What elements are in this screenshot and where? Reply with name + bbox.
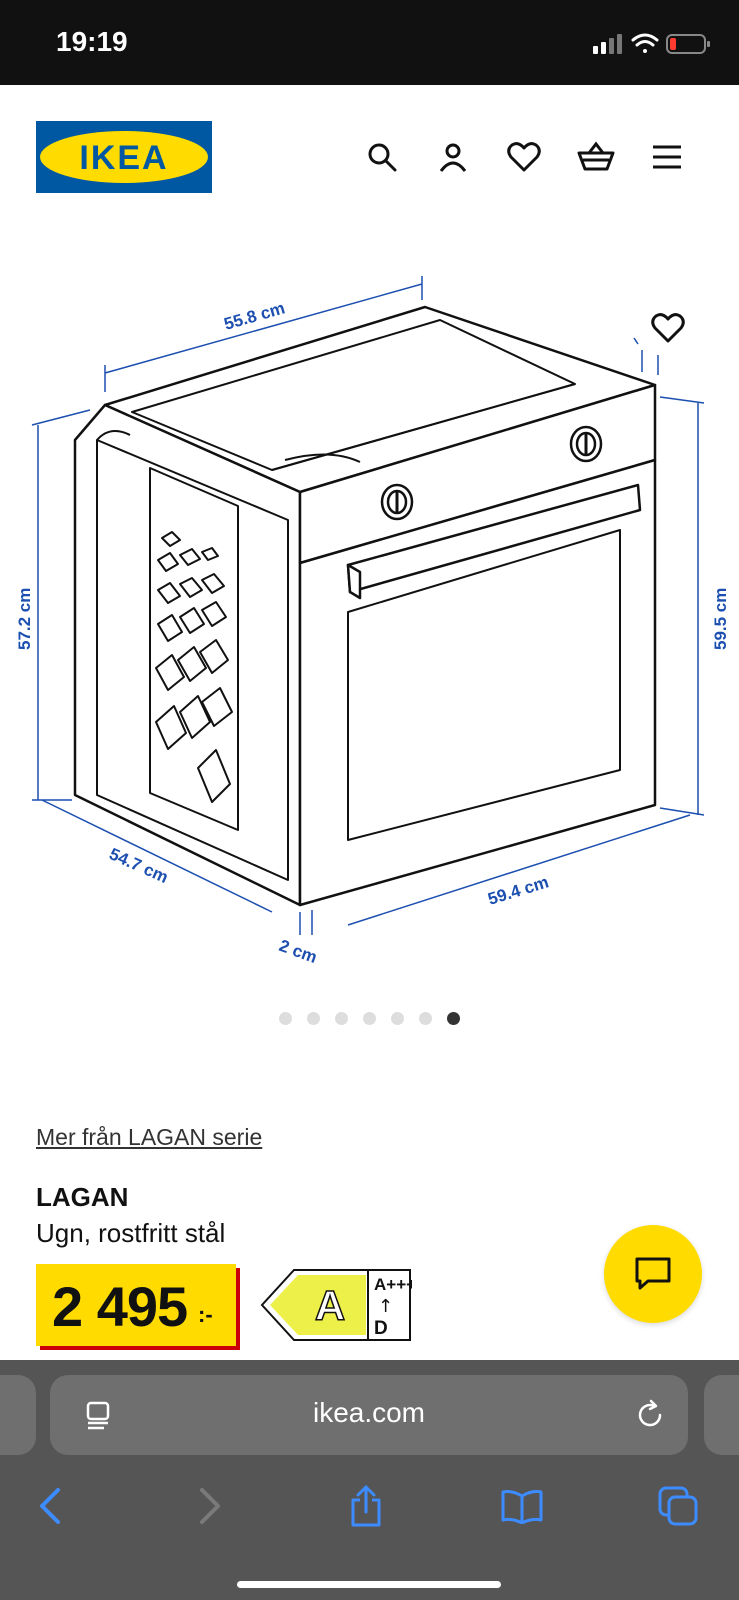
site-header: IKEA [0, 85, 739, 235]
reload-icon[interactable] [632, 1397, 668, 1433]
home-indicator [237, 1581, 501, 1588]
favorite-button[interactable] [645, 305, 691, 351]
tabs-button[interactable] [654, 1482, 702, 1530]
carousel-dot[interactable] [391, 1012, 404, 1025]
price-suffix: :- [198, 1302, 213, 1327]
previous-tab-preview[interactable] [0, 1375, 36, 1455]
chat-button[interactable] [604, 1225, 702, 1323]
back-button[interactable] [26, 1482, 74, 1530]
dim-left-height: 57.2 cm [15, 588, 34, 650]
signal-icon [593, 34, 622, 54]
energy-top: A+++ [374, 1275, 412, 1294]
search-icon[interactable] [362, 137, 402, 177]
status-bar: 19:19 [0, 0, 739, 85]
ikea-logo[interactable]: IKEA [36, 121, 212, 193]
carousel-dot-active[interactable] [447, 1012, 460, 1025]
dimension-lines [31, 276, 705, 935]
url-text: ikea.com [312, 1397, 426, 1428]
heart-icon [651, 313, 685, 343]
carousel-dots [0, 1012, 739, 1028]
energy-bottom: D [374, 1318, 388, 1339]
user-icon[interactable] [433, 137, 473, 177]
product-name: LAGAN [36, 1182, 129, 1212]
chevron-left-icon [40, 1488, 60, 1524]
price-integer: 2 495 [52, 1275, 188, 1338]
dim-depth: 54.7 cm [106, 844, 171, 887]
energy-arrow: ↑ [378, 1296, 393, 1317]
oven-illustration [73, 305, 657, 907]
dim-door-offset: 2 cm [277, 936, 320, 967]
carousel-dot[interactable] [279, 1012, 292, 1025]
carousel-dot[interactable] [307, 1012, 320, 1025]
product-description: Ugn, rostfritt stål [36, 1218, 226, 1248]
dim-top-width: 55.8 cm [222, 298, 287, 333]
energy-label[interactable]: A A+++ ↑ D [260, 1268, 412, 1342]
energy-class: A [315, 1282, 345, 1329]
share-button[interactable] [342, 1482, 390, 1530]
price-tag: 2 495 :- [36, 1264, 236, 1346]
next-tab-preview[interactable] [704, 1375, 739, 1455]
status-time: 19:19 [56, 26, 128, 57]
browser-toolbar: ikea.com [0, 1360, 739, 1600]
menu-icon[interactable] [647, 137, 687, 177]
page-menu-icon[interactable] [80, 1397, 116, 1433]
carousel-dot[interactable] [335, 1012, 348, 1025]
status-icons [581, 30, 711, 58]
carousel-dot[interactable] [363, 1012, 376, 1025]
battery-icon [666, 34, 710, 54]
share-icon [351, 1485, 381, 1527]
heart-icon[interactable] [504, 137, 544, 177]
product-gallery-image[interactable]: 55.8 cm 57.2 cm 59.5 cm 54.7 cm 59.4 cm … [0, 235, 739, 1005]
tabs-icon [658, 1486, 698, 1526]
cart-icon[interactable] [576, 137, 616, 177]
address-bar[interactable]: ikea.com [50, 1375, 688, 1455]
dim-right-height: 59.5 cm [711, 588, 730, 650]
book-icon [501, 1490, 543, 1524]
bookmarks-button[interactable] [498, 1482, 546, 1530]
carousel-dot[interactable] [419, 1012, 432, 1025]
wifi-icon [631, 33, 659, 53]
forward-button[interactable] [186, 1482, 234, 1530]
svg-text:IKEA: IKEA [79, 139, 168, 177]
chat-icon [635, 1257, 671, 1290]
chevron-right-icon [200, 1488, 220, 1524]
series-link[interactable]: Mer från LAGAN serie [36, 1124, 263, 1150]
